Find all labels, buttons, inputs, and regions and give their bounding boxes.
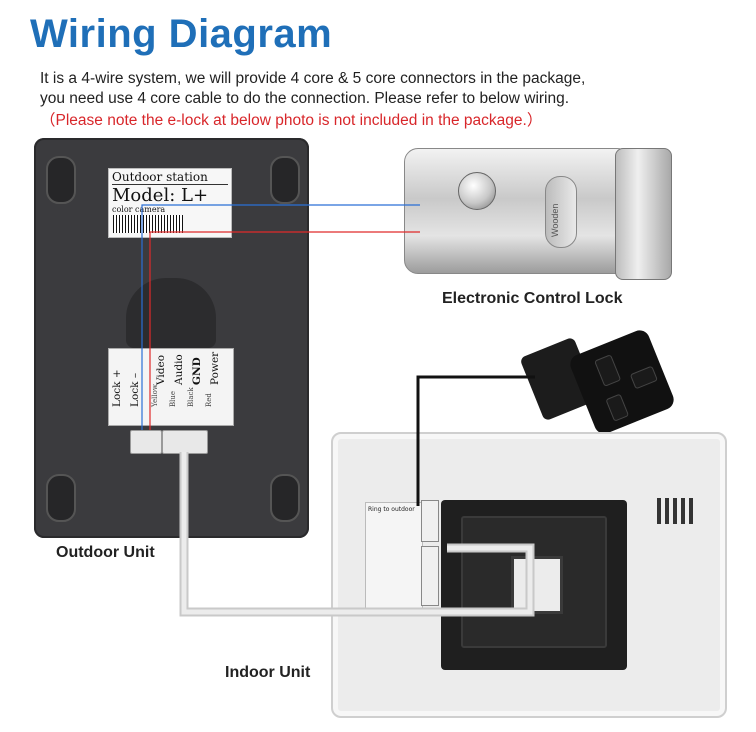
indoor-label-text: Ring to outdoor <box>368 506 415 513</box>
lock-caption: Electronic Control Lock <box>442 290 623 307</box>
power-plug-icon <box>567 327 677 437</box>
mount-slot <box>270 156 300 204</box>
page-title: Wiring Diagram <box>30 12 333 56</box>
vent-slot <box>657 498 661 524</box>
terminal-audio-color: Blue <box>169 390 177 407</box>
lock-brand-text: Wooden <box>550 203 560 237</box>
terminal-lock-plus: Lock + <box>111 369 123 407</box>
signal-connector <box>162 430 208 454</box>
outdoor-unit-caption: Outdoor Unit <box>56 544 155 561</box>
terminal-audio: Audio <box>173 354 185 385</box>
terminal-power-color: Red <box>205 393 213 407</box>
speaker-recess <box>126 278 216 348</box>
lock-brand-badge: Wooden <box>545 176 577 248</box>
terminal-gnd-color: Black <box>187 387 195 407</box>
terminal-video-color: Yellow <box>151 384 159 407</box>
description-line-2: you need use 4 core cable to do the conn… <box>40 90 570 107</box>
indoor-connector-outdoor <box>421 546 439 606</box>
terminal-gnd: GND <box>191 357 203 385</box>
lock-button-icon <box>458 172 496 210</box>
vent-slot <box>689 498 693 524</box>
barcode <box>113 215 183 233</box>
plug-pin <box>605 393 630 422</box>
plug-pin <box>629 365 659 390</box>
mount-slot <box>46 474 76 522</box>
model-label-station: Outdoor station <box>112 170 228 185</box>
terminal-lock-minus: Lock – <box>129 372 141 407</box>
vent-slot <box>681 498 685 524</box>
mount-slot <box>46 156 76 204</box>
model-label-camera: color camera <box>112 205 166 214</box>
description-line-1: It is a 4-wire system, we will provide 4… <box>40 70 586 87</box>
lock-connector <box>130 430 162 454</box>
terminal-video: Video <box>155 354 167 385</box>
electronic-lock <box>404 148 631 274</box>
model-label-model: Model: L+ <box>112 185 209 206</box>
indoor-connector-power <box>421 500 439 542</box>
mount-slot <box>270 474 300 522</box>
terminal-power: Power <box>209 351 221 385</box>
lock-bolt <box>615 148 672 280</box>
vent-slot <box>665 498 669 524</box>
outdoor-unit: Outdoor station Model: L+ color camera L… <box>34 138 309 538</box>
package-note: （Please note the e-lock at below photo i… <box>40 112 543 129</box>
vent-slot <box>673 498 677 524</box>
terminal-label: Lock + Lock – Yellow Video Blue Audio Bl… <box>108 348 234 426</box>
indoor-terminal-label: Ring to outdoor <box>365 502 423 612</box>
mount-window <box>511 556 563 614</box>
indoor-unit-caption: Indoor Unit <box>225 664 311 681</box>
model-label: Outdoor station Model: L+ color camera <box>108 168 232 238</box>
plug-pin <box>594 354 622 387</box>
